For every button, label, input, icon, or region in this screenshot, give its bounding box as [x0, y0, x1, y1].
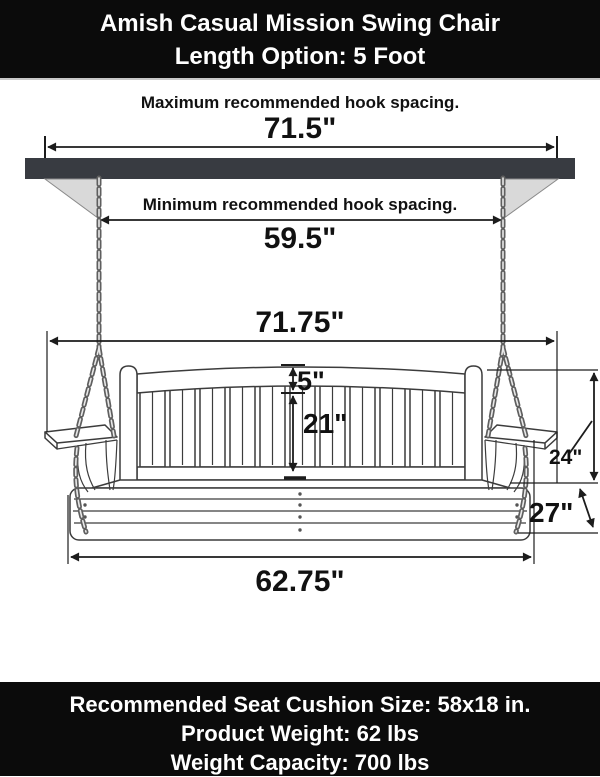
seat-surface: [91, 479, 511, 489]
product-weight: Product Weight: 62 lbs: [181, 721, 419, 746]
top-rail-height-value: 5": [297, 366, 325, 396]
armrest-left: [44, 424, 118, 493]
dimension-back-height: [487, 369, 599, 481]
length-option: Length Option: 5 Foot: [174, 43, 426, 70]
dimension-top-rail: [281, 364, 305, 394]
dimension-max-hook-spacing: [44, 136, 558, 158]
weight-capacity: Weight Capacity: 700 lbs: [170, 750, 430, 775]
swing-seat: [69, 479, 531, 541]
back-post-right: [464, 365, 483, 491]
max-hook-spacing-label: Maximum recommended hook spacing.: [140, 93, 460, 112]
dimension-seat-depth: [510, 482, 598, 534]
base-width-value: 62.75": [255, 565, 345, 598]
dimension-base-width: [67, 440, 535, 564]
back-post-left: [119, 365, 138, 491]
product-title: Amish Casual Mission Swing Chair: [99, 10, 501, 37]
swing-line-drawing: [25, 136, 599, 564]
armrest-right: [484, 424, 558, 493]
min-hook-spacing-label: Minimum recommended hook spacing.: [142, 195, 458, 214]
cushion-size: Recommended Seat Cushion Size: 58x18 in.: [69, 692, 531, 717]
specs-banner: Recommended Seat Cushion Size: 58x18 in.…: [0, 682, 600, 776]
dimension-overall-width: [46, 331, 558, 483]
seat-skirt: [69, 487, 531, 541]
back-slat-height-value: 21": [303, 408, 348, 439]
overall-width-value: 71.75": [255, 306, 345, 339]
max-hook-spacing-value: 71.5": [263, 112, 337, 145]
title-banner: Amish Casual Mission Swing Chair Length …: [0, 0, 600, 80]
seat-depth-value: 27": [529, 497, 574, 528]
dimension-back-slats: [284, 395, 306, 480]
back-height-value: 24": [549, 446, 583, 469]
min-hook-spacing-value: 59.5": [263, 222, 337, 255]
ceiling-beam: [25, 158, 575, 179]
dimension-diagram: Maximum recommended hook spacing. 71.5" …: [0, 80, 600, 682]
